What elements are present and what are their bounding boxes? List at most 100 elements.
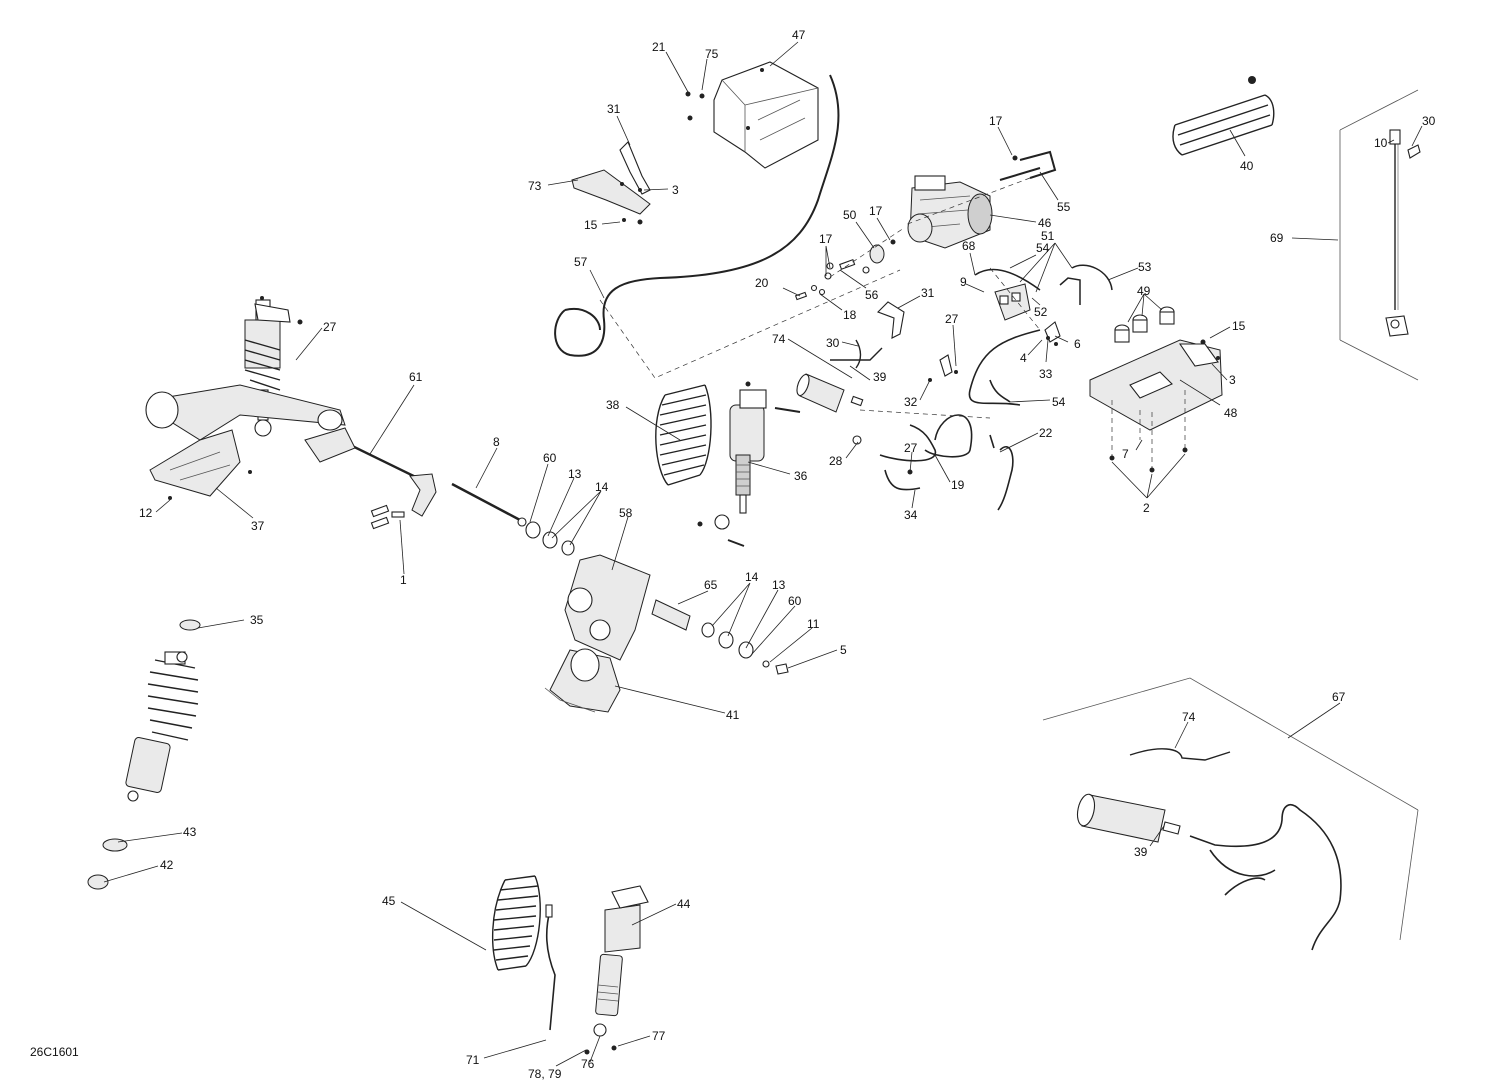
callout-51: 51: [1041, 229, 1055, 243]
sway-bar-61-drawing: [304, 427, 437, 530]
callout-61: 61: [409, 370, 423, 384]
spring-38-drawing: [655, 384, 712, 486]
callout-68: 68: [962, 239, 976, 253]
screw-75-drawing: [699, 93, 705, 99]
callout-labels: 21 75 47 31 73 3 15 17 55 46 50 17 17 68…: [30, 28, 1436, 1081]
callout-58: 58: [619, 506, 633, 520]
callout-48: 48: [1224, 406, 1238, 420]
pivot-hardware-drawing: [451, 482, 789, 675]
nut-21-drawing: [685, 91, 691, 97]
callout-75: 75: [705, 47, 719, 61]
a-arm-37-drawing: [145, 384, 346, 500]
callout-9: 9: [960, 275, 967, 289]
harness-drawing: [852, 321, 1061, 511]
leader-lines: [103, 41, 1423, 1067]
callout-13: 13: [568, 467, 582, 481]
callout-3: 3: [1229, 373, 1236, 387]
callout-27: 27: [904, 441, 918, 455]
callout-30: 30: [1422, 114, 1436, 128]
callout-22: 22: [1039, 426, 1053, 440]
spring-45-drawing: [491, 875, 556, 1031]
callout-47: 47: [792, 28, 806, 42]
hose-55-drawing: [999, 150, 1057, 181]
cable-69-drawing: [1385, 129, 1421, 337]
callout-50: 50: [843, 208, 857, 222]
boundary-lines: [599, 89, 1419, 941]
callout-32: 32: [904, 395, 918, 409]
callout-7: 7: [1122, 447, 1129, 461]
callout-17: 17: [819, 232, 833, 246]
shock-44-drawing: [584, 885, 649, 1055]
fittings-drawing: [794, 239, 896, 301]
part-drawings: [87, 61, 1421, 1055]
callout-39: 39: [873, 370, 887, 384]
callout-28: 28: [829, 454, 843, 468]
accessory-40-drawing: [1172, 76, 1275, 156]
screw-extra-drawing: [687, 115, 693, 121]
callout-10: 10: [1374, 136, 1388, 150]
callout-27: 27: [323, 320, 337, 334]
callout-37: 37: [251, 519, 265, 533]
callout-39: 39: [1134, 845, 1148, 859]
callout-49: 49: [1137, 284, 1151, 298]
callout-40: 40: [1240, 159, 1254, 173]
callout-2: 2: [1143, 501, 1150, 515]
callout-4: 4: [1020, 351, 1027, 365]
callout-41: 41: [726, 708, 740, 722]
callout-17: 17: [869, 204, 883, 218]
callout-34: 34: [904, 508, 918, 522]
callout-17: 17: [989, 114, 1003, 128]
callout-3: 3: [672, 183, 679, 197]
callout-45: 45: [382, 894, 396, 908]
callout-46: 46: [1038, 216, 1052, 230]
callout-54: 54: [1052, 395, 1066, 409]
callout-5: 5: [840, 643, 847, 657]
callout-36: 36: [794, 469, 808, 483]
callout-60: 60: [543, 451, 557, 465]
callout-65: 65: [704, 578, 718, 592]
callout-21: 21: [652, 40, 666, 54]
callout-14: 14: [745, 570, 759, 584]
callout-69: 69: [1270, 231, 1284, 245]
reservoir-74-drawing: [796, 339, 883, 413]
callout-20: 20: [755, 276, 769, 290]
callout-57: 57: [574, 255, 588, 269]
callout-77: 77: [652, 1029, 666, 1043]
callout-31: 31: [607, 102, 621, 116]
callout-15: 15: [1232, 319, 1246, 333]
module-68-drawing: [974, 264, 1113, 321]
callout-53: 53: [1138, 260, 1152, 274]
compressor-46-drawing: [907, 175, 993, 249]
callout-74: 74: [772, 332, 786, 346]
callout-55: 55: [1057, 200, 1071, 214]
callout-1: 1: [400, 573, 407, 587]
callout-19: 19: [951, 478, 965, 492]
callout-14: 14: [595, 480, 609, 494]
callout-54: 54: [1036, 241, 1050, 255]
callout-35: 35: [250, 613, 264, 627]
callout-71: 71: [466, 1053, 480, 1067]
shock-36-drawing: [697, 381, 801, 547]
callout-11: 11: [807, 617, 820, 631]
diagram-reference-code: 26C1601: [30, 1045, 79, 1059]
callout-31: 31: [921, 286, 935, 300]
callout-18: 18: [843, 308, 857, 322]
inset-67-drawing: [1076, 748, 1342, 951]
callout-78-79: 78, 79: [528, 1067, 562, 1081]
bracket-31-drawing: [877, 301, 905, 339]
callout-73: 73: [528, 179, 542, 193]
plate-73-drawing: [571, 169, 651, 215]
callout-12: 12: [139, 506, 153, 520]
callout-15: 15: [584, 218, 598, 232]
callout-44: 44: [677, 897, 691, 911]
callout-76: 76: [581, 1057, 595, 1071]
air-line-57-drawing: [554, 74, 840, 357]
callout-27: 27: [945, 312, 959, 326]
swing-arm-58-drawing: [544, 554, 651, 713]
callout-8: 8: [493, 435, 500, 449]
callout-74: 74: [1182, 710, 1196, 724]
callout-56: 56: [865, 288, 879, 302]
callout-52: 52: [1034, 305, 1048, 319]
plate-48-drawing: [1089, 306, 1223, 473]
